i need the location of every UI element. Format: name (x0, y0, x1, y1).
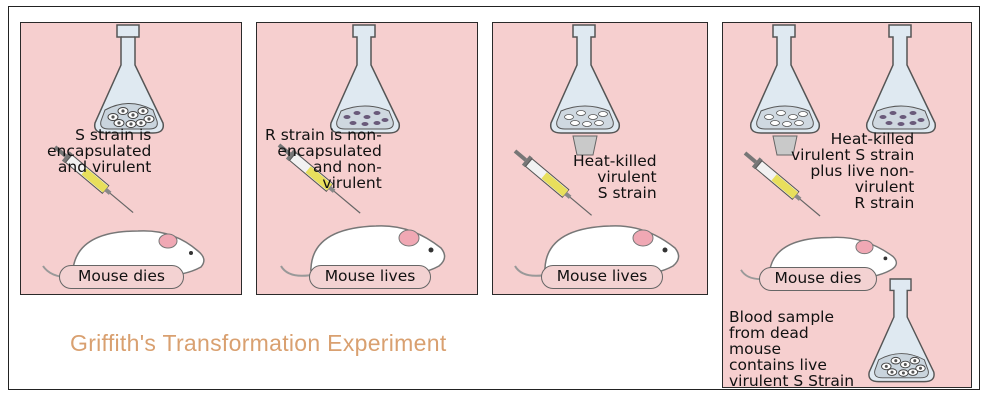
panel-heat-killed-s: Heat-killed virulent S strain Mouse live… (492, 22, 708, 295)
outcome-label: Mouse lives (309, 265, 431, 289)
panel-description: Heat-killed virulent S strain (573, 153, 657, 201)
outcome-label: Mouse dies (759, 267, 877, 291)
panel-description: Heat-killed virulent S strain plus live … (791, 131, 914, 211)
panel-s-strain: S strain is encapsulated and virulent Mo… (20, 22, 242, 295)
outcome-label: Mouse lives (541, 265, 663, 289)
panel-description: R strain is non- encapsulated and non- v… (265, 127, 382, 191)
figure-caption: Griffith's Transformation Experiment (70, 330, 447, 357)
blood-sample-note: Blood sample from dead mouse contains li… (729, 309, 854, 389)
panel-description: S strain is encapsulated and virulent (47, 127, 151, 175)
panel-r-strain: R strain is non- encapsulated and non- v… (256, 22, 478, 295)
outcome-label: Mouse dies (59, 265, 184, 289)
panel-mixed-strains: Heat-killed virulent S strain plus live … (722, 22, 972, 388)
